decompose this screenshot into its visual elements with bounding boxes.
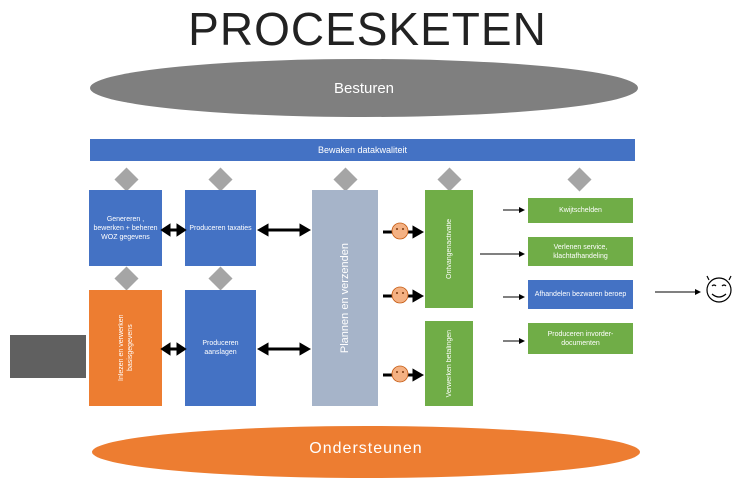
face-icon	[391, 286, 409, 304]
double-arrow-icon	[256, 223, 312, 237]
kwijtschelden-box: Kwijtschelden	[528, 198, 633, 223]
besturen-ellipse: Besturen	[90, 59, 638, 117]
genereren-box: Genereren , bewerken + beheren WOZ gegev…	[89, 190, 162, 266]
face-icon	[391, 365, 409, 383]
invorder-box: Produceren invorder-documenten	[528, 323, 633, 354]
besturen-label: Besturen	[333, 79, 395, 97]
verlenen-box: Verlenen service, klachtafhandeling	[528, 237, 633, 266]
arrow-icon	[383, 289, 425, 303]
arrow-icon	[383, 225, 425, 239]
face-icon	[391, 222, 409, 240]
smiley-icon	[706, 275, 732, 303]
produceren-taxaties-label: Produceren taxaties	[189, 224, 252, 232]
input-block	[10, 335, 86, 378]
afhandelen-label: Afhandelen bezwaren beroep	[534, 291, 627, 298]
kwijtschelden-label: Kwijtschelden	[559, 207, 602, 214]
plannen-box: Plannen en verzenden	[312, 190, 378, 406]
ontvangen-box: Ontvangenactivatie	[425, 190, 473, 308]
verlenen-label: Verlenen service, klachtafhandeling	[553, 243, 608, 260]
bewaken-bar: Bewaken datakwaliteit	[90, 139, 635, 161]
invorder-label: Produceren invorder-documenten	[547, 330, 614, 347]
ondersteunen-label: Ondersteunen	[309, 440, 423, 457]
double-arrow-icon	[160, 342, 187, 356]
genereren-label: Genereren , bewerken + beheren WOZ gegev…	[93, 215, 158, 241]
afhandelen-box: Afhandelen bezwaren beroep	[528, 280, 633, 309]
arrow-icon	[383, 368, 425, 382]
inlezen-box: Inlezen en verwerken basisgegevens	[89, 290, 162, 406]
verwerken-box: Verwerken betalingen	[425, 321, 473, 406]
produceren-aanslagen-box: Produceren aanslagen	[185, 290, 256, 406]
double-arrow-icon	[256, 342, 312, 356]
produceren-taxaties-box: Produceren taxaties	[185, 190, 256, 266]
bewaken-label: Bewaken datakwaliteit	[317, 144, 408, 155]
ondersteunen-ellipse: Ondersteunen	[92, 426, 640, 478]
produceren-aanslagen-label: Produceren aanslagen	[202, 340, 239, 356]
double-arrow-icon	[160, 223, 187, 237]
page-title: PROCESKETEN	[188, 3, 547, 55]
